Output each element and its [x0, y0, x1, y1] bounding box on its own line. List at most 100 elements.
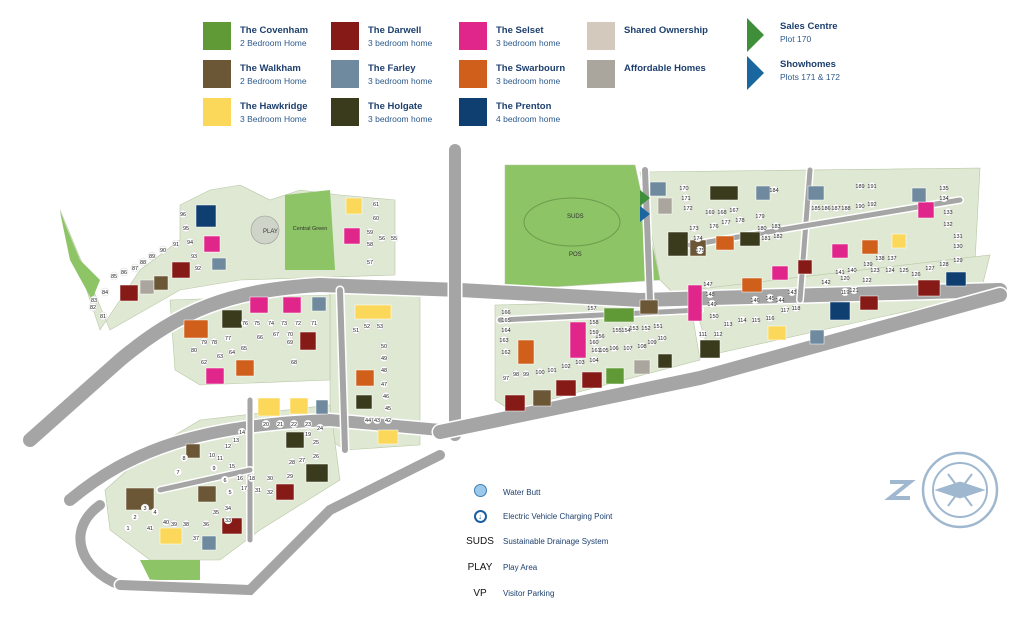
plot-154[interactable]: 154: [621, 325, 631, 335]
plot-75[interactable]: 75: [252, 318, 262, 328]
plot-167[interactable]: 167: [729, 205, 739, 215]
plot-177[interactable]: 177: [721, 217, 731, 227]
plot-133[interactable]: 133: [943, 207, 953, 217]
plot-132[interactable]: 132: [943, 219, 953, 229]
plot-25[interactable]: 25: [311, 437, 321, 447]
plot-34[interactable]: 34: [223, 503, 233, 513]
plot-99[interactable]: 99: [521, 369, 531, 379]
plot-1[interactable]: 1: [123, 523, 133, 533]
plot-108[interactable]: 108: [637, 341, 647, 351]
house-selset[interactable]: [771, 265, 789, 281]
house-holgate[interactable]: [709, 185, 739, 201]
plot-110[interactable]: 110: [658, 333, 667, 343]
plot-151[interactable]: 151: [653, 321, 663, 331]
plot-55[interactable]: 55: [389, 233, 399, 243]
plot-9[interactable]: 9: [209, 463, 219, 473]
plot-137[interactable]: 137: [887, 253, 897, 263]
plot-158[interactable]: 158: [589, 317, 599, 327]
plot-63[interactable]: 63: [215, 351, 225, 361]
house-hawkridge[interactable]: [289, 397, 309, 415]
house-covenham[interactable]: [605, 367, 625, 385]
plot-130[interactable]: 130: [953, 241, 963, 251]
plot-83[interactable]: 83: [89, 295, 99, 305]
plot-145[interactable]: 145: [765, 293, 775, 303]
plot-100[interactable]: 100: [535, 367, 545, 377]
plot-170[interactable]: 170: [679, 183, 689, 193]
house-darwell[interactable]: [555, 379, 577, 397]
plot-13[interactable]: 13: [231, 435, 241, 445]
house-darwell[interactable]: [275, 483, 295, 501]
house-hawkridge[interactable]: [257, 397, 281, 417]
plot-95[interactable]: 95: [181, 223, 191, 233]
plot-150[interactable]: 150: [709, 311, 719, 321]
plot-28[interactable]: 28: [287, 457, 297, 467]
plot-98[interactable]: 98: [511, 369, 521, 379]
plot-85[interactable]: 85: [109, 271, 119, 281]
house-selset[interactable]: [203, 235, 221, 253]
plot-18[interactable]: 18: [247, 473, 257, 483]
plot-4[interactable]: 4: [150, 507, 160, 517]
plot-123[interactable]: 123: [870, 265, 880, 275]
plot-129[interactable]: 129: [953, 255, 963, 265]
house-darwell[interactable]: [504, 394, 526, 412]
house-covenham[interactable]: [603, 307, 635, 323]
plot-36[interactable]: 36: [201, 519, 211, 529]
plot-171[interactable]: 171: [681, 193, 691, 203]
plot-190[interactable]: 190: [855, 201, 865, 211]
plot-10[interactable]: 10: [207, 450, 217, 460]
plot-91[interactable]: 91: [171, 239, 181, 249]
plot-176[interactable]: 176: [709, 221, 719, 231]
house-selset[interactable]: [282, 296, 302, 314]
house-swarbourn[interactable]: [741, 277, 763, 293]
plot-82[interactable]: 82: [88, 302, 98, 312]
plot-35[interactable]: 35: [211, 507, 221, 517]
plot-62[interactable]: 62: [199, 357, 209, 367]
plot-180[interactable]: 180: [757, 223, 767, 233]
house-affordable[interactable]: [139, 279, 155, 295]
plot-103[interactable]: 103: [575, 357, 585, 367]
plot-135[interactable]: 135: [939, 183, 949, 193]
house-walkham[interactable]: [532, 389, 552, 407]
plot-114[interactable]: 114: [738, 315, 747, 325]
house-darwell[interactable]: [859, 295, 879, 311]
plot-186[interactable]: 186: [821, 203, 831, 213]
plot-60[interactable]: 60: [371, 213, 381, 223]
plot-127[interactable]: 127: [925, 263, 935, 273]
plot-187[interactable]: 187: [831, 203, 841, 213]
plot-53[interactable]: 53: [375, 321, 385, 331]
plot-142[interactable]: 142: [821, 277, 831, 287]
plot-155[interactable]: 155: [612, 325, 622, 335]
plot-58[interactable]: 58: [365, 239, 375, 249]
plot-81[interactable]: 81: [98, 311, 108, 321]
plot-93[interactable]: 93: [189, 251, 199, 261]
plot-86[interactable]: 86: [119, 267, 129, 277]
plot-134[interactable]: 134: [939, 193, 949, 203]
plot-153[interactable]: 153: [629, 323, 639, 333]
house-farley[interactable]: [201, 535, 217, 551]
plot-102[interactable]: 102: [561, 361, 571, 371]
plot-188[interactable]: 188: [841, 203, 851, 213]
plot-166[interactable]: 166: [501, 307, 511, 317]
plot-162[interactable]: 162: [501, 347, 511, 357]
house-prenton[interactable]: [945, 271, 967, 287]
plot-112[interactable]: 112: [714, 329, 723, 339]
plot-22[interactable]: 22: [289, 419, 299, 429]
plot-116[interactable]: 116: [766, 313, 775, 323]
house-walkham[interactable]: [125, 487, 155, 511]
plot-122[interactable]: 122: [862, 275, 872, 285]
house-prenton[interactable]: [829, 301, 851, 321]
plot-113[interactable]: 113: [724, 319, 733, 329]
house-affordable[interactable]: [633, 359, 651, 375]
house-darwell[interactable]: [581, 371, 603, 389]
house-swarbourn[interactable]: [235, 359, 255, 377]
plot-140[interactable]: 140: [847, 265, 857, 275]
plot-59[interactable]: 59: [365, 227, 375, 237]
plot-15[interactable]: 15: [227, 461, 237, 471]
plot-16[interactable]: 16: [235, 473, 245, 483]
plot-87[interactable]: 87: [130, 263, 140, 273]
plot-49[interactable]: 49: [379, 353, 389, 363]
house-farley[interactable]: [211, 257, 227, 271]
plot-66[interactable]: 66: [255, 332, 265, 342]
plot-169[interactable]: 169: [705, 207, 715, 217]
plot-173[interactable]: 173: [689, 223, 699, 233]
